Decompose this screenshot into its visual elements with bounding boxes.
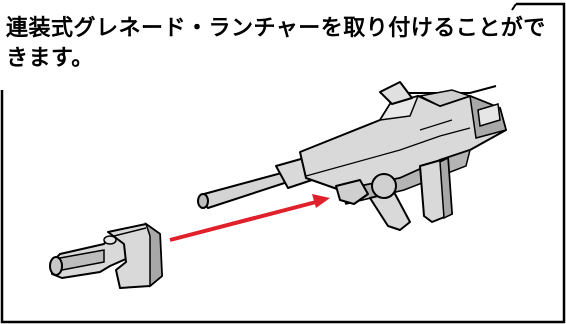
grenade-launcher-illustration: [49, 222, 163, 289]
beam-rifle-illustration: [197, 81, 507, 231]
instruction-caption: 連装式グレネード・ランチャーを取り付けることができます。: [6, 16, 546, 71]
attach-direction-arrow: [169, 194, 330, 242]
